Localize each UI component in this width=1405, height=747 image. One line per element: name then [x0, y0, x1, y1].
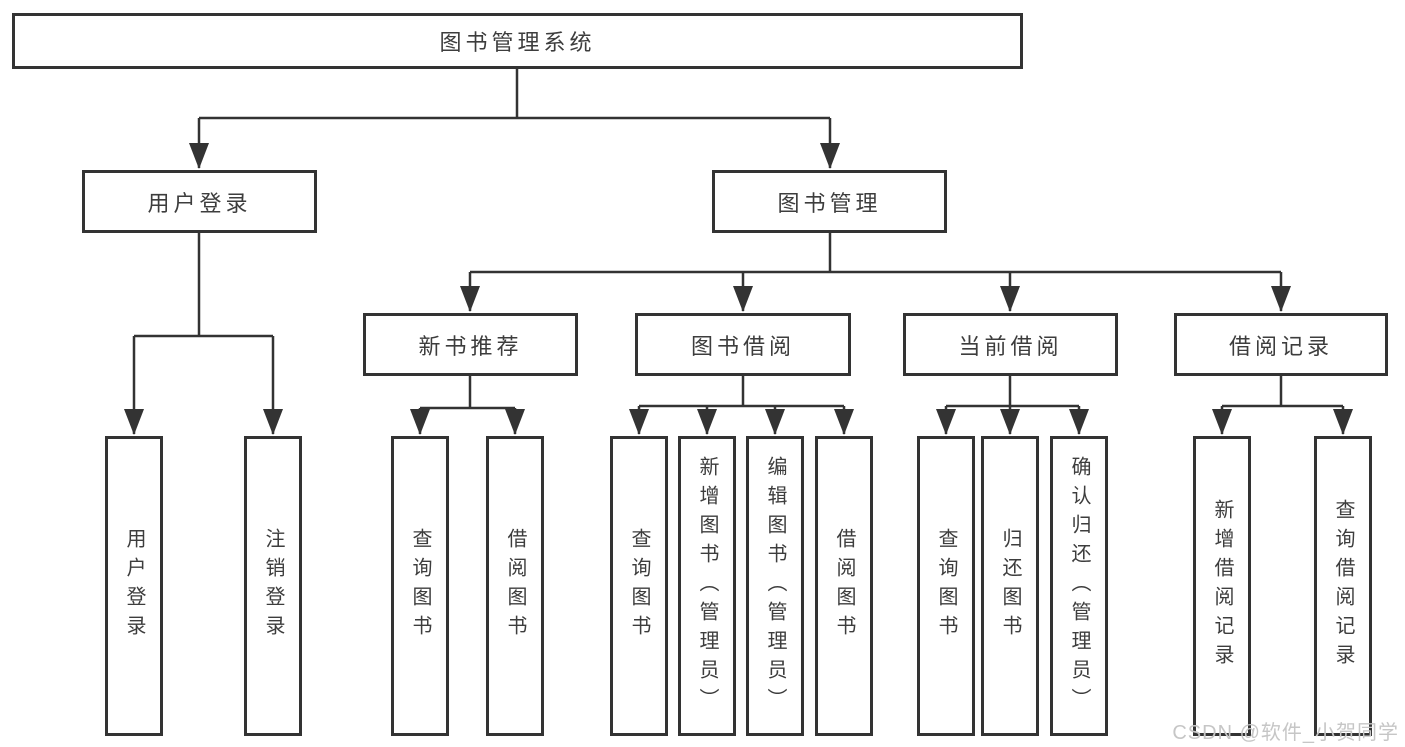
node-book-borrow: 图书借阅 — [635, 313, 851, 376]
leaf-logout-login: 注销登录 — [244, 436, 302, 736]
node-user-login: 用户登录 — [82, 170, 317, 233]
leaf-cb-confirm-return-admin: 确认归还（管理员） — [1050, 436, 1108, 736]
leaf-nb-borrow-book: 借阅图书 — [486, 436, 544, 736]
leaf-label: 用户登录 — [123, 528, 145, 644]
leaf-label: 查询借阅记录 — [1332, 499, 1354, 673]
leaf-label: 编辑图书（管理员） — [764, 455, 786, 717]
connector-current-borrow — [936, 376, 1089, 435]
leaf-bb-borrow-book: 借阅图书 — [815, 436, 873, 736]
leaf-label: 新增图书（管理员） — [696, 455, 718, 717]
leaf-label: 借阅图书 — [833, 528, 855, 644]
connector-borrow-records — [1212, 376, 1353, 435]
node-borrow-records: 借阅记录 — [1174, 313, 1388, 376]
leaf-bb-query-book: 查询图书 — [610, 436, 668, 736]
leaf-label: 归还图书 — [999, 528, 1021, 644]
leaf-nb-query-book: 查询图书 — [391, 436, 449, 736]
leaf-label: 新增借阅记录 — [1211, 499, 1233, 673]
leaf-cb-query-book: 查询图书 — [917, 436, 975, 736]
leaf-br-add-record: 新增借阅记录 — [1193, 436, 1251, 736]
leaf-cb-return-book: 归还图书 — [981, 436, 1039, 736]
leaf-label: 查询图书 — [628, 528, 650, 644]
node-label: 用户登录 — [147, 190, 252, 216]
leaf-label: 借阅图书 — [504, 528, 526, 644]
node-label: 图书借阅 — [690, 333, 795, 359]
leaf-user-login: 用户登录 — [105, 436, 163, 736]
leaf-bb-edit-book-admin: 编辑图书（管理员） — [746, 436, 804, 736]
leaf-label: 确认归还（管理员） — [1068, 455, 1090, 717]
node-label: 新书推荐 — [418, 333, 523, 359]
connector-book-management — [460, 233, 1291, 312]
node-book-management: 图书管理 — [712, 170, 947, 233]
node-label: 当前借阅 — [958, 333, 1063, 359]
leaf-br-query-record: 查询借阅记录 — [1314, 436, 1372, 736]
node-label: 借阅记录 — [1228, 333, 1333, 359]
connector-user-login — [124, 233, 283, 435]
node-label: 图书管理 — [777, 190, 882, 216]
csdn-watermark: CSDN @软件_小贺同学 — [1172, 722, 1399, 744]
connector-new-book-recommend — [410, 376, 525, 435]
leaf-label: 查询图书 — [409, 528, 431, 644]
node-label: 图书管理系统 — [439, 30, 596, 55]
connector-book-borrow — [629, 376, 854, 435]
node-new-book-recommend: 新书推荐 — [363, 313, 578, 376]
leaf-label: 注销登录 — [262, 528, 284, 644]
leaf-bb-add-book-admin: 新增图书（管理员） — [678, 436, 736, 736]
node-root-system: 图书管理系统 — [12, 13, 1023, 69]
leaf-label: 查询图书 — [935, 528, 957, 644]
connector-root-to-level2 — [189, 69, 840, 169]
node-current-borrow: 当前借阅 — [903, 313, 1118, 376]
